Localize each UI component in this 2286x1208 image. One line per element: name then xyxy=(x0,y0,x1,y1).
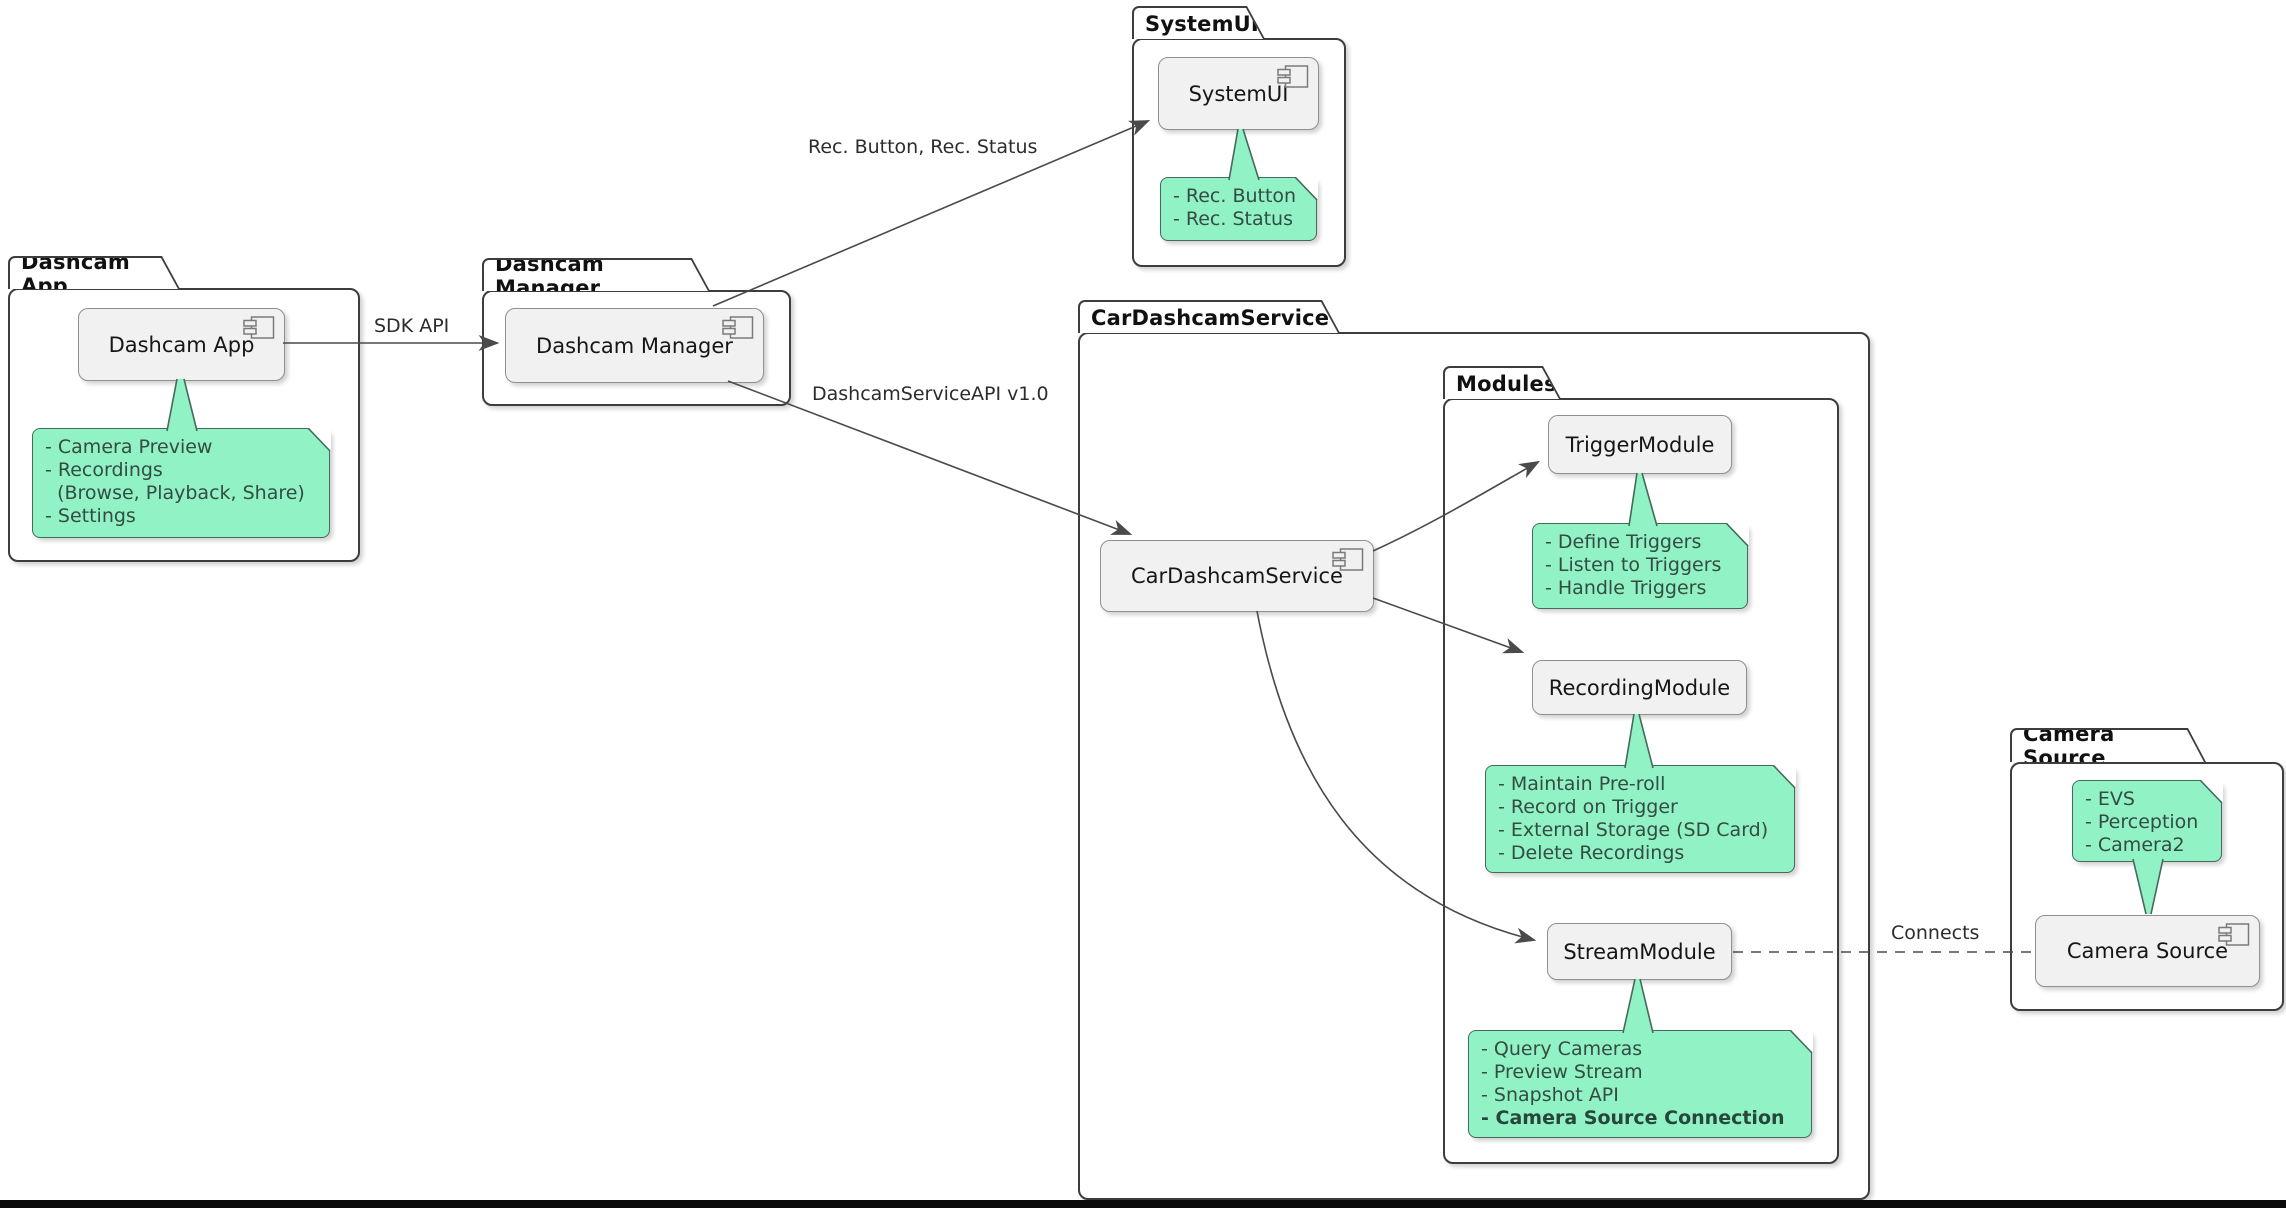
package-title: CarDashcamService xyxy=(1091,305,1330,330)
component-dashcam-manager: Dashcam Manager xyxy=(505,308,764,383)
note-fold-corner xyxy=(306,427,331,452)
component-triggermodule: TriggerModule xyxy=(1548,415,1732,474)
component-label: TriggerModule xyxy=(1565,432,1715,457)
note-line: - Record on Trigger xyxy=(1498,796,1678,818)
note-fold-corner xyxy=(1771,764,1796,789)
bottom-edge-bar xyxy=(0,1200,2286,1208)
component-label: RecordingModule xyxy=(1548,675,1731,700)
note-line: - Camera Preview xyxy=(45,436,213,458)
package-tab-cardashcamservice: CarDashcamService xyxy=(1078,300,1340,333)
component-camera-source: Camera Source xyxy=(2035,915,2260,987)
component-streammodule: StreamModule xyxy=(1547,923,1732,980)
note-camera-source-types: - EVS - Perception - Camera2 xyxy=(2072,779,2223,862)
edge-label-connects: Connects xyxy=(1891,922,1980,944)
package-tab-dashcam-manager: Dashcam Manager xyxy=(482,258,710,291)
note-line: - Define Triggers xyxy=(1545,531,1702,553)
note-line: - Maintain Pre-roll xyxy=(1498,773,1666,795)
note-line: - Recordings xyxy=(45,459,163,481)
component-systemui: SystemUI xyxy=(1158,57,1319,130)
note-line: - Handle Triggers xyxy=(1545,577,1707,599)
package-title: SystemUI xyxy=(1145,11,1259,36)
note-streammodule-features: - Query Cameras - Preview Stream - Snaps… xyxy=(1468,1029,1813,1138)
note-line-bold: - Camera Source Connection xyxy=(1481,1107,1785,1129)
component-label: StreamModule xyxy=(1563,939,1716,964)
note-dashcam-app-features: - Camera Preview - Recordings (Browse, P… xyxy=(32,427,331,538)
package-tab-camera-source: Camera Source xyxy=(2010,728,2206,762)
package-title: Modules xyxy=(1456,371,1557,396)
note-systemui-features: - Rec. Button - Rec. Status xyxy=(1160,176,1318,241)
component-icon xyxy=(1277,65,1309,88)
component-label: Dashcam Manager xyxy=(536,333,733,358)
component-icon xyxy=(243,316,275,339)
note-line: - Preview Stream xyxy=(1481,1061,1643,1083)
edge-label-dashcamserviceapi: DashcamServiceAPI v1.0 xyxy=(812,383,1049,405)
note-line: - Snapshot API xyxy=(1481,1084,1619,1106)
note-line: - Delete Recordings xyxy=(1498,842,1685,864)
note-fold-corner xyxy=(1293,176,1318,201)
edge-label-sdk-api: SDK API xyxy=(374,315,450,337)
component-recordingmodule: RecordingModule xyxy=(1532,660,1747,715)
component-label: CarDashcamService xyxy=(1131,564,1343,588)
component-label: Camera Source xyxy=(2066,939,2229,963)
package-tab-dashcam-app: Dashcam App xyxy=(8,256,180,289)
note-line: - Settings xyxy=(45,505,136,527)
note-triggermodule-features: - Define Triggers - Listen to Triggers -… xyxy=(1532,522,1749,609)
note-recordingmodule-features: - Maintain Pre-roll - Record on Trigger … xyxy=(1485,764,1796,873)
component-label: Dashcam App xyxy=(108,332,255,357)
note-line: (Browse, Playback, Share) xyxy=(45,482,305,504)
note-fold-corner xyxy=(2198,779,2223,804)
component-icon xyxy=(722,316,754,339)
note-line: - Listen to Triggers xyxy=(1545,554,1722,576)
note-line: - Rec. Status xyxy=(1173,208,1294,230)
component-icon xyxy=(2218,923,2250,946)
note-fold-corner xyxy=(1724,522,1749,547)
note-line: - Camera2 xyxy=(2085,834,2185,856)
component-icon xyxy=(1332,548,1364,571)
note-line: - External Storage (SD Card) xyxy=(1498,819,1769,841)
component-dashcam-app: Dashcam App xyxy=(78,308,285,381)
component-label: SystemUI xyxy=(1188,81,1289,106)
note-line: - Query Cameras xyxy=(1481,1038,1643,1060)
note-line: - Rec. Button xyxy=(1173,185,1297,207)
edge-label-rec-button-status: Rec. Button, Rec. Status xyxy=(808,136,1038,158)
package-tab-modules: Modules xyxy=(1443,366,1561,399)
component-cardashcamservice: CarDashcamService xyxy=(1100,540,1374,612)
note-fold-corner xyxy=(1788,1029,1813,1054)
note-line: - EVS xyxy=(2085,788,2135,810)
note-line: - Perception xyxy=(2085,811,2199,833)
package-tab-systemui: SystemUI xyxy=(1132,6,1265,39)
